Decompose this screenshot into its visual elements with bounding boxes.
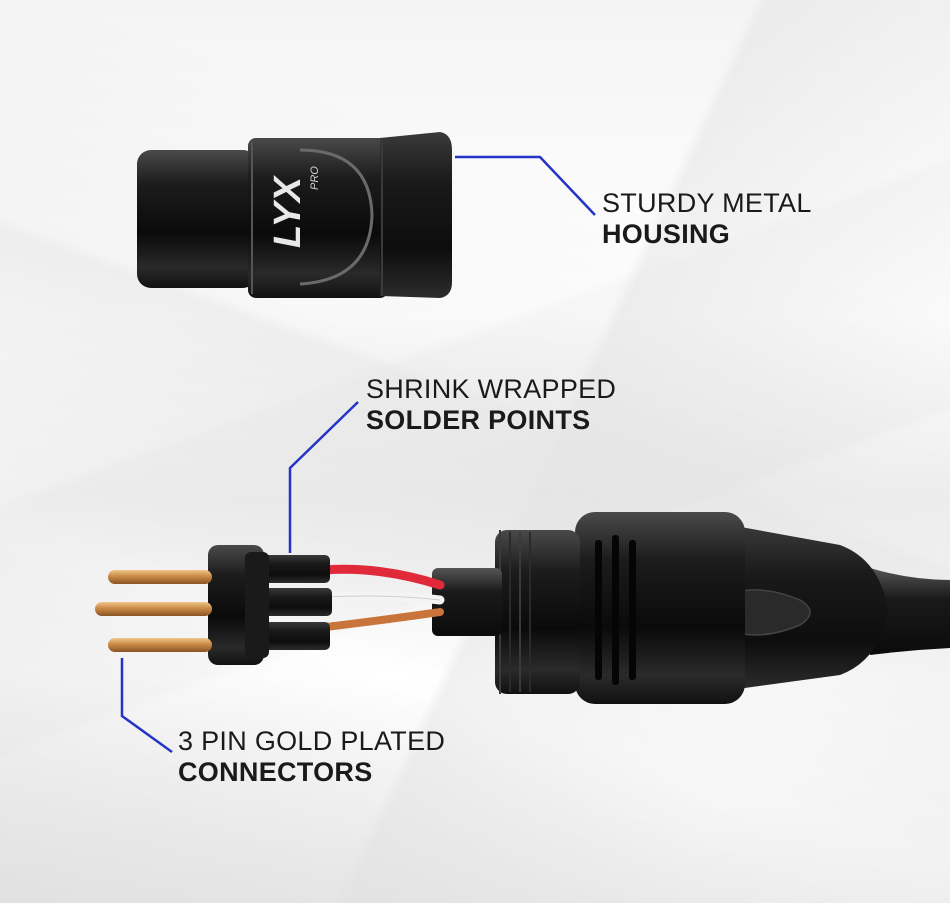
callout-solder-line1: SHRINK WRAPPED bbox=[366, 374, 617, 404]
solder-leader-line bbox=[288, 401, 359, 553]
callout-housing-line2: HOUSING bbox=[602, 219, 731, 249]
gold-pins bbox=[95, 570, 212, 652]
brand-logo-text: LYX bbox=[267, 174, 309, 248]
callout-solder-line2: SOLDER POINTS bbox=[366, 405, 591, 435]
callout-pins-line2: CONNECTORS bbox=[178, 757, 373, 787]
callout-housing: STURDY METAL HOUSING bbox=[602, 188, 812, 250]
brand-logo-sub: PRO bbox=[309, 166, 321, 190]
shrink-wrapped-solder-points bbox=[262, 555, 332, 650]
pins-leader-line bbox=[120, 658, 173, 754]
xlr-cable bbox=[432, 512, 950, 704]
housing-leader-line bbox=[455, 155, 596, 216]
callout-pins-line1: 3 PIN GOLD PLATED bbox=[178, 726, 446, 756]
callout-housing-line1: STURDY METAL bbox=[602, 188, 812, 218]
callout-solder: SHRINK WRAPPED SOLDER POINTS bbox=[366, 374, 616, 436]
callout-pins: 3 PIN GOLD PLATED CONNECTORS bbox=[178, 726, 445, 788]
metal-housing: LYX PRO bbox=[137, 132, 452, 298]
pin-insert bbox=[208, 545, 269, 665]
